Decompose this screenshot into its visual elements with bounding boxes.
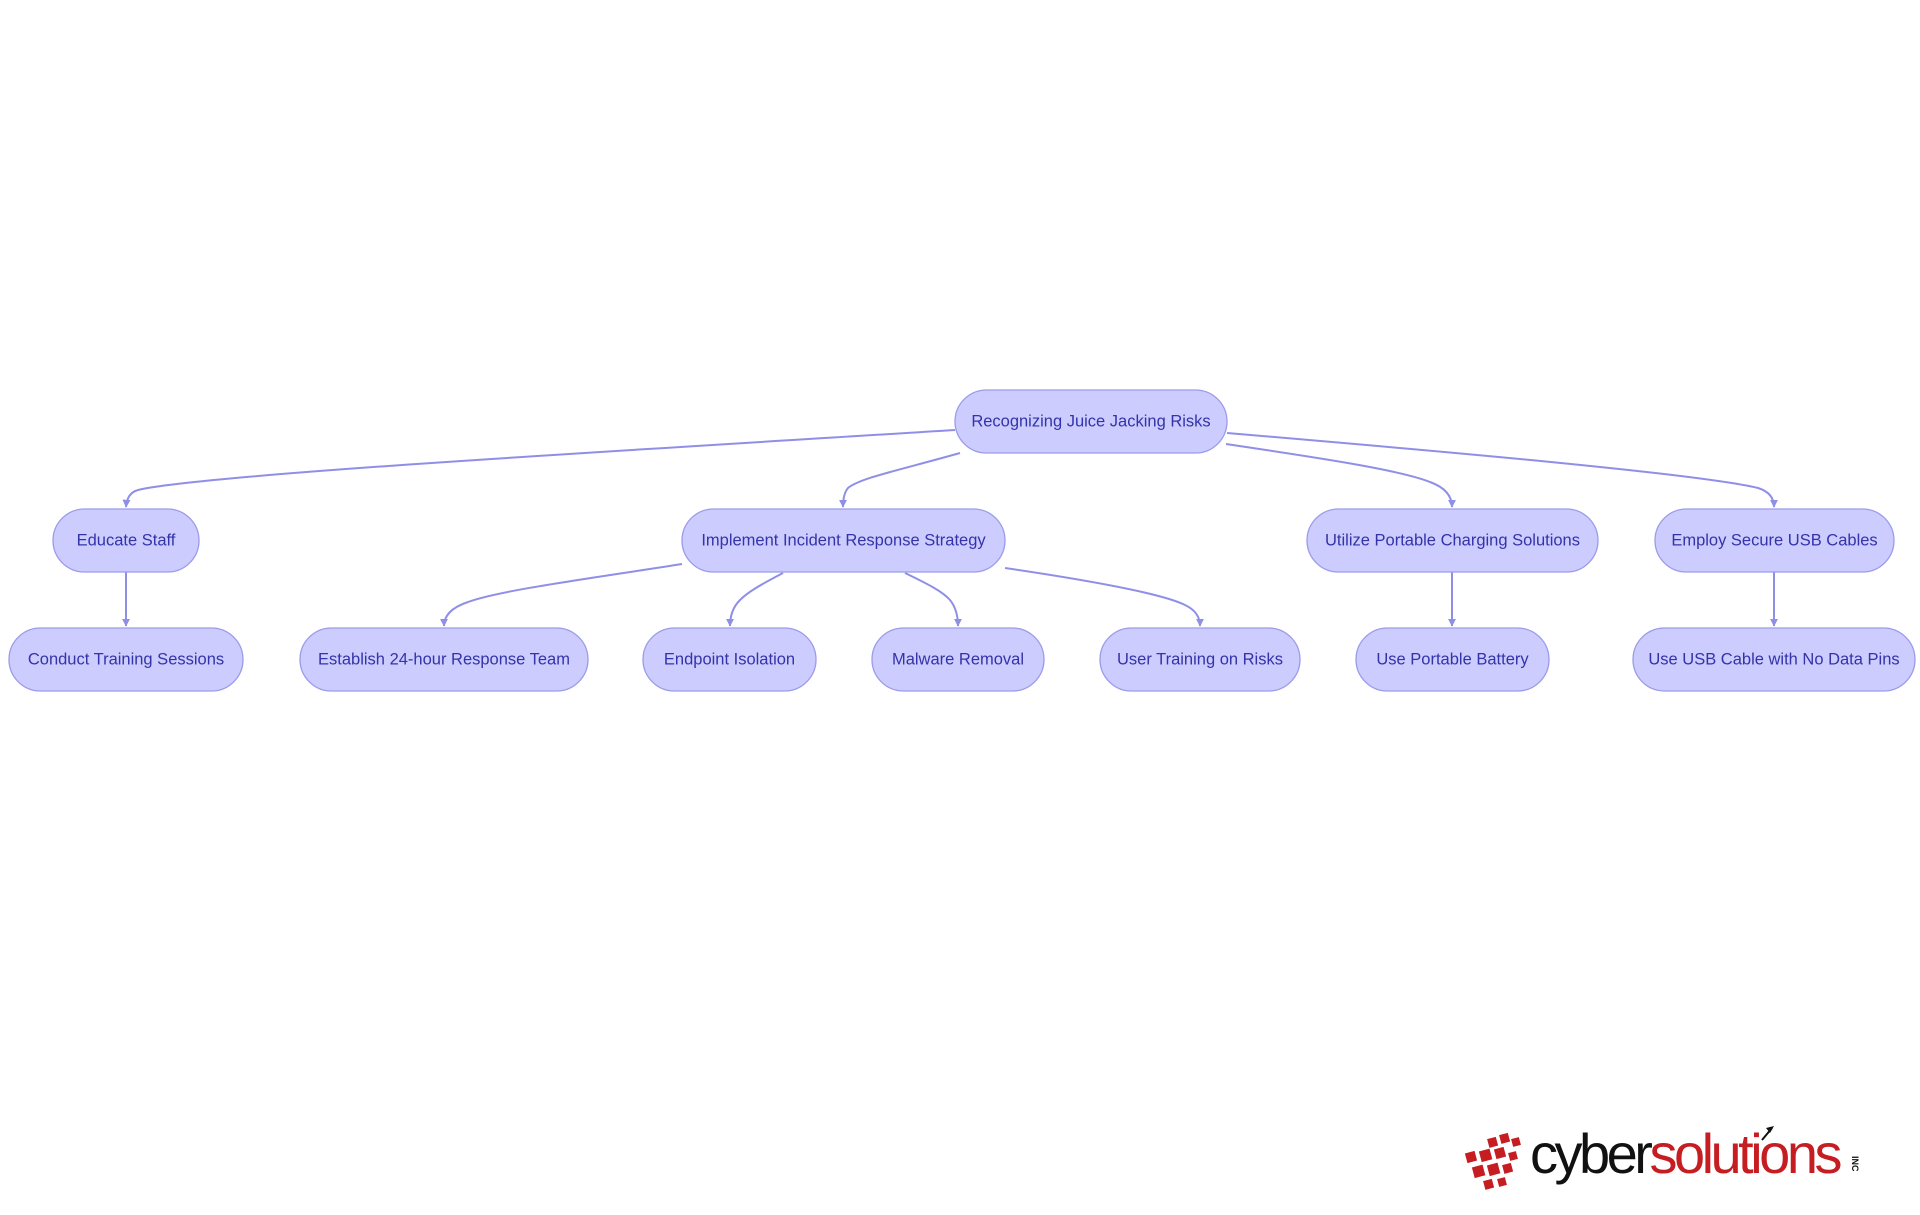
edge-incident-to-malware [904,572,962,627]
node-training: Conduct Training Sessions [8,627,244,692]
node-label: Educate Staff [77,532,176,550]
node-incident: Implement Incident Response Strategy [681,508,1006,573]
logo-text-solutions: solutions [1649,1122,1840,1185]
node-portable: Utilize Portable Charging Solutions [1306,508,1599,573]
edge-incident-to-team [440,563,683,627]
logo-suffix: INC [1850,1156,1860,1172]
node-label: Utilize Portable Charging Solutions [1325,532,1580,550]
logo-text-cyber: cyber [1530,1122,1652,1185]
node-label: Use USB Cable with No Data Pins [1648,651,1899,669]
node-label: Implement Incident Response Strategy [701,532,986,550]
node-label: Establish 24-hour Response Team [318,651,570,669]
edge-layer [122,429,1778,627]
node-usb: Employ Secure USB Cables [1654,508,1895,573]
node-label: Malware Removal [892,651,1024,669]
node-isolation: Endpoint Isolation [642,627,817,692]
node-label: Recognizing Juice Jacking Risks [971,413,1210,431]
edge-root-to-portable [1225,443,1456,508]
node-nodatapins: Use USB Cable with No Data Pins [1632,627,1916,692]
cybersolutions-logo: cybersolutions INC [1464,1122,1860,1190]
edge-incident-to-isolation [726,572,784,627]
logo-mark-icon [1464,1132,1521,1190]
node-label: Use Portable Battery [1376,651,1529,669]
node-label: Endpoint Isolation [664,651,795,669]
node-usertraining: User Training on Risks [1099,627,1301,692]
node-label: Employ Secure USB Cables [1671,532,1877,550]
edge-incident-to-usertraining [1004,567,1204,627]
node-battery: Use Portable Battery [1355,627,1550,692]
edge-root-to-educate [122,429,956,508]
node-layer: Recognizing Juice Jacking Risks Educate … [8,389,1916,692]
logo-wordmark: cybersolutions [1530,1122,1840,1185]
node-malware: Malware Removal [871,627,1045,692]
node-team: Establish 24-hour Response Team [299,627,589,692]
node-label: Conduct Training Sessions [28,651,224,669]
edge-root-to-usb [1226,432,1778,508]
edge-root-to-incident [839,452,961,508]
node-label: User Training on Risks [1117,651,1283,669]
node-educate: Educate Staff [52,508,200,573]
node-root: Recognizing Juice Jacking Risks [954,389,1228,454]
